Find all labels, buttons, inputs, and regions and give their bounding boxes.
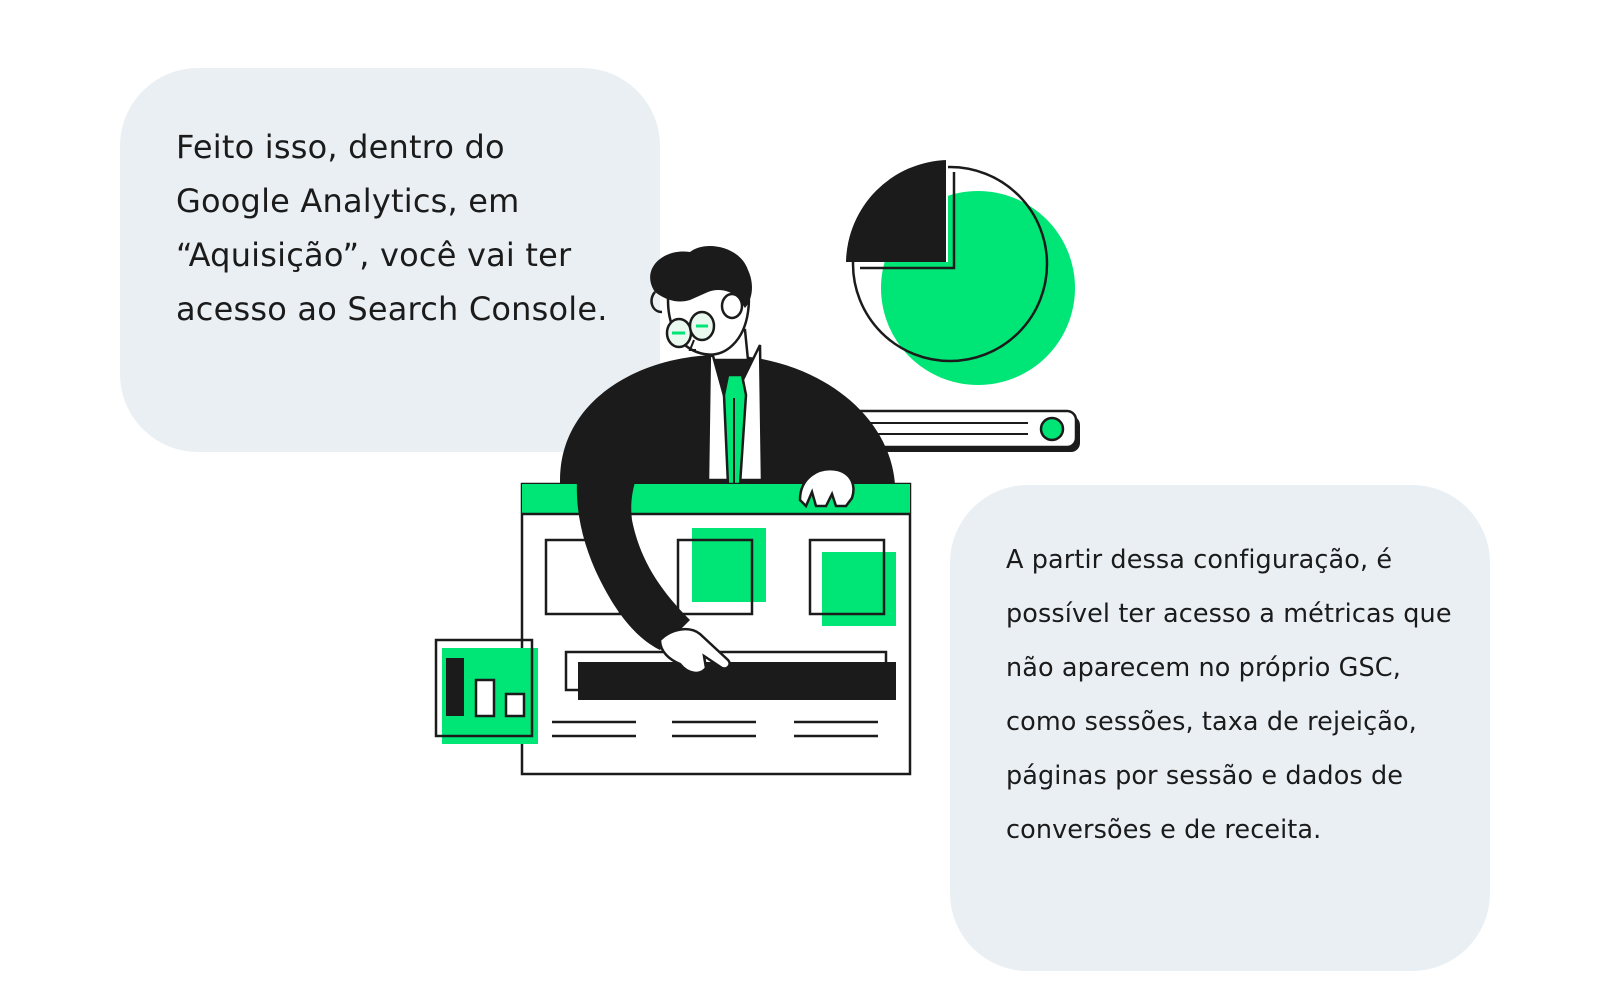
bubble-bottom-text: A partir dessa configuração, é possível … (1006, 545, 1452, 845)
bubble-top-text: Feito isso, dentro do Google Analytics, … (176, 128, 608, 328)
pie-chart-icon (846, 160, 1075, 385)
bar-chart-icon (434, 638, 538, 744)
speech-bubble-bottom: A partir dessa configuração, é possível … (950, 485, 1490, 971)
browser-window-icon (520, 482, 912, 776)
search-bar-icon (846, 409, 1080, 452)
person-arm (576, 420, 855, 675)
speech-bubble-top: Feito isso, dentro do Google Analytics, … (120, 68, 660, 452)
